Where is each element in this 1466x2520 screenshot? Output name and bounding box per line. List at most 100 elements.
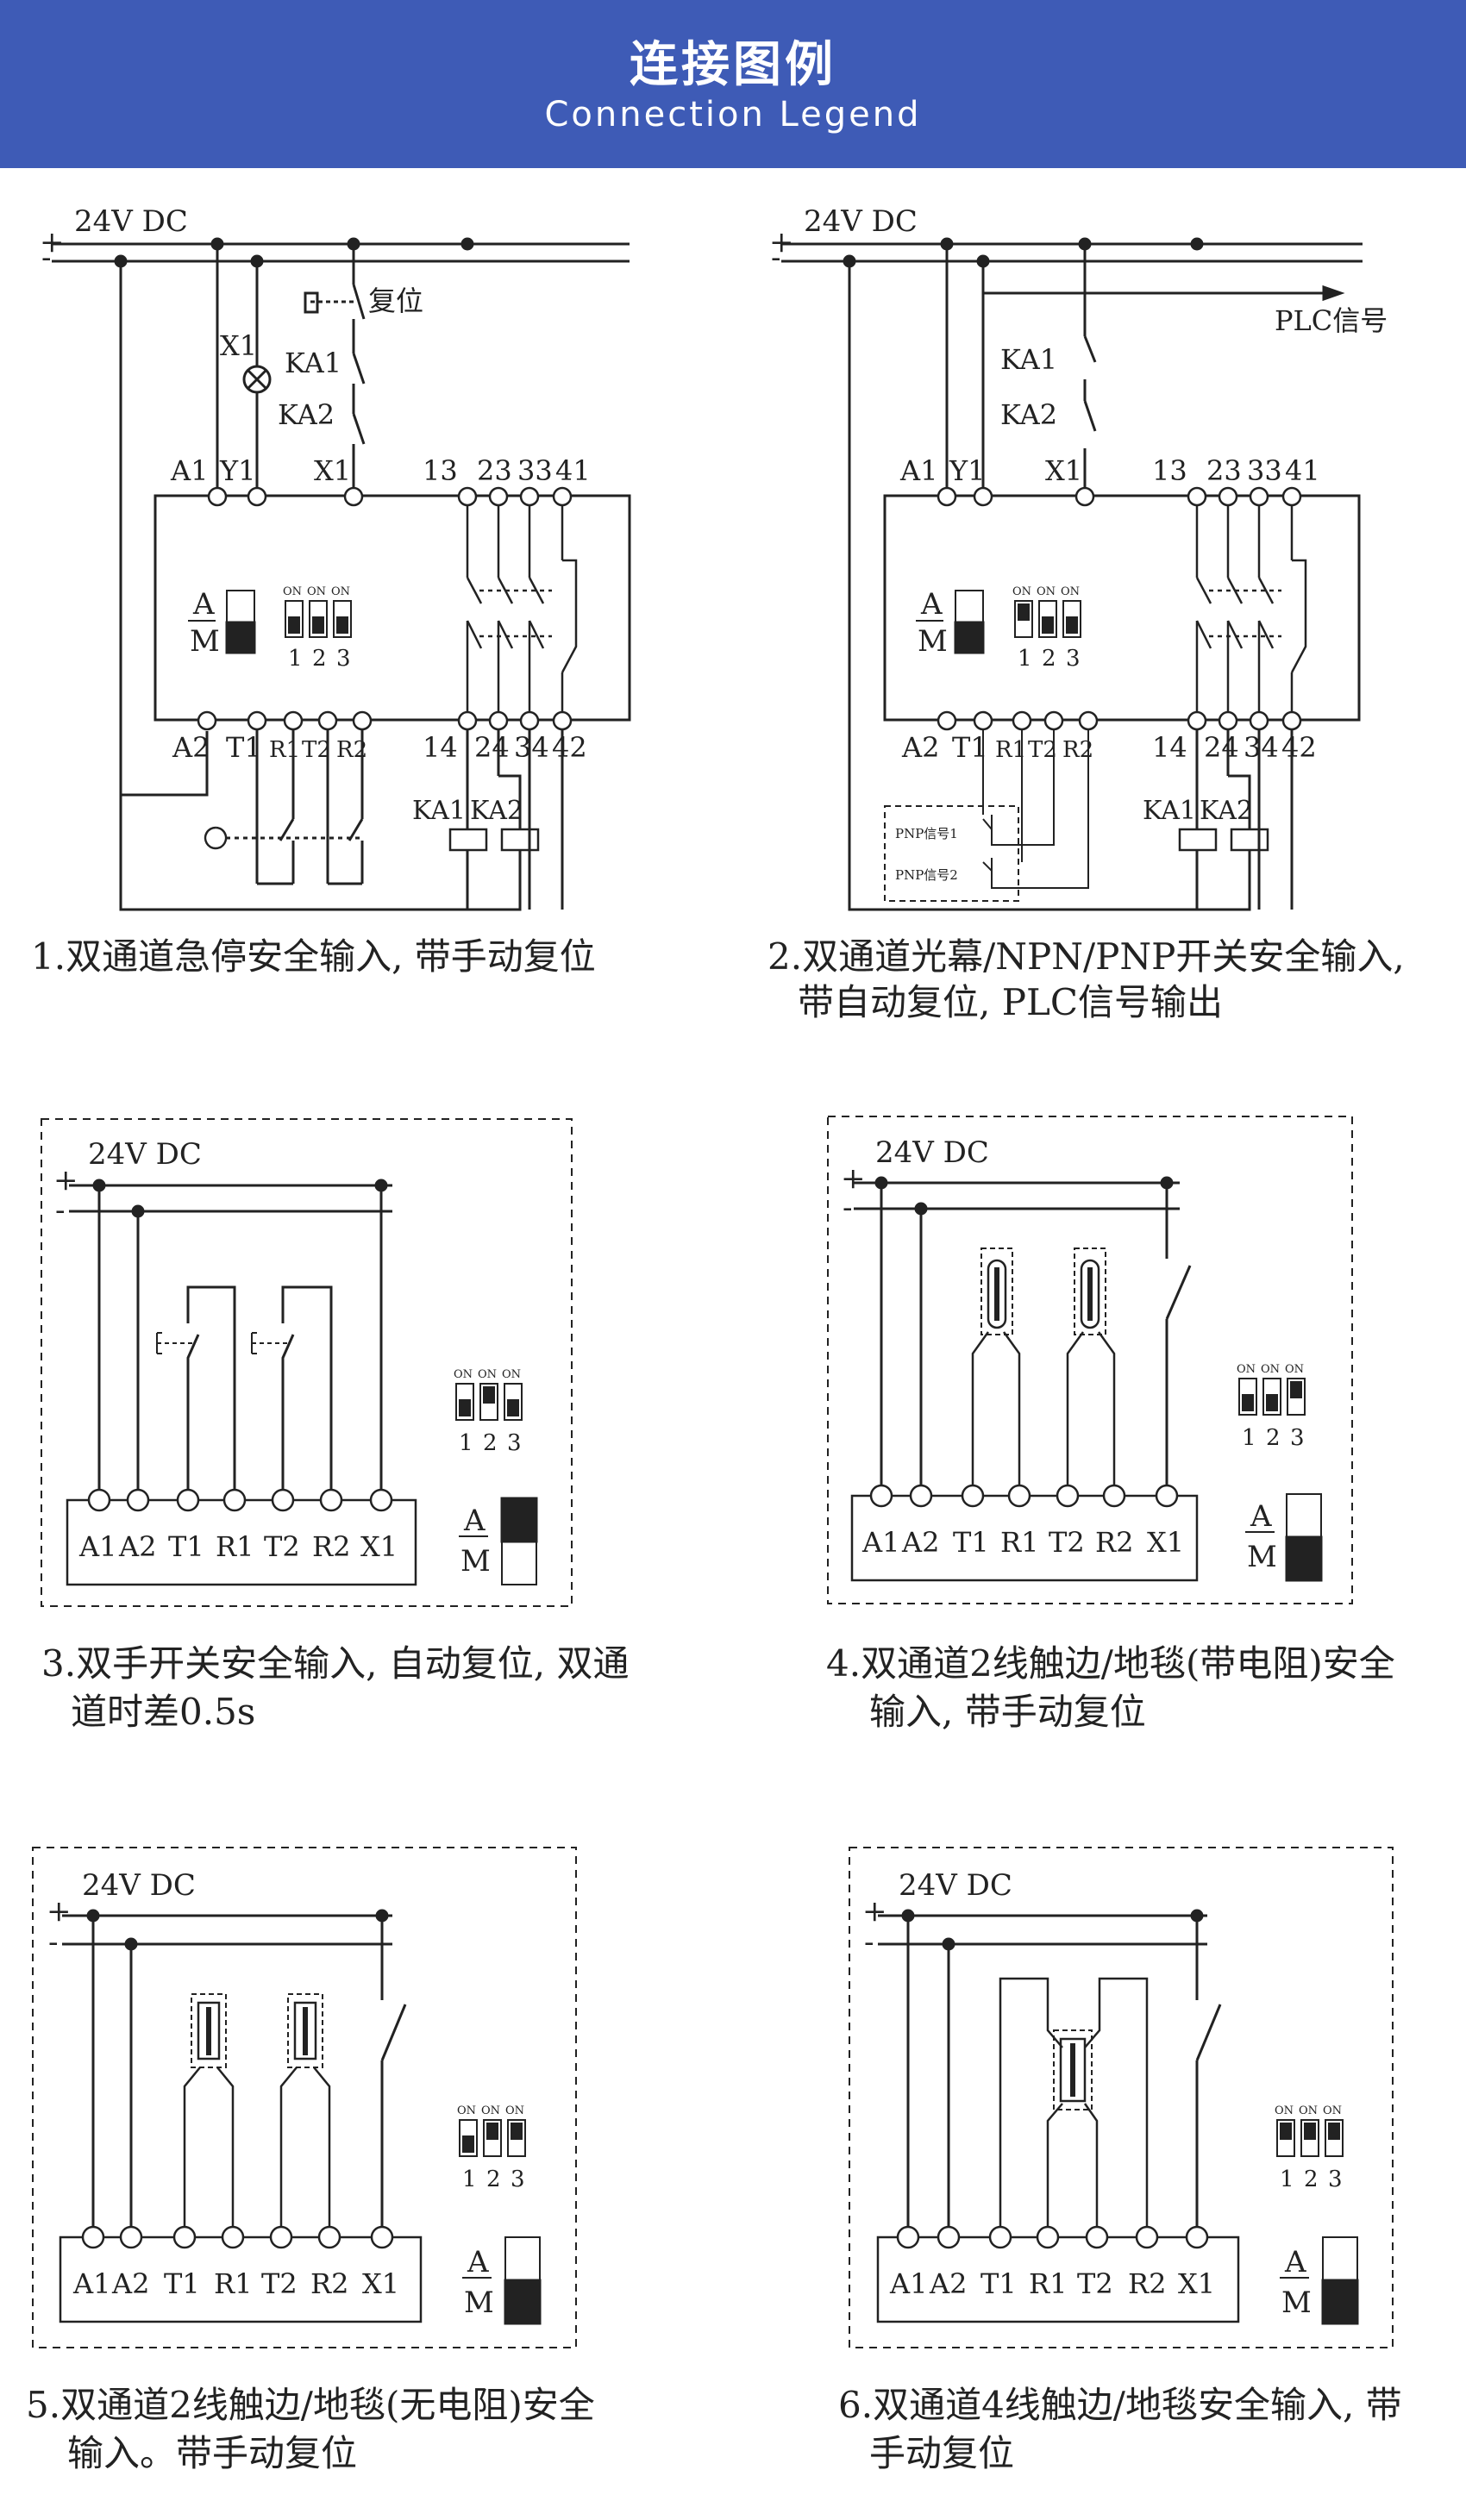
mode-a: A <box>192 587 215 622</box>
svg-text:T2: T2 <box>261 2267 298 2300</box>
svg-text:ON: ON <box>454 1368 473 1381</box>
supply-voltage: 24V DC <box>74 204 188 239</box>
svg-text:M: M <box>460 1544 491 1579</box>
svg-text:KA1: KA1 <box>412 796 466 826</box>
svg-text:A2: A2 <box>901 731 939 764</box>
svg-text:KA2: KA2 <box>1200 796 1253 826</box>
svg-text:T1: T1 <box>168 1530 204 1563</box>
supply-minus: - <box>41 241 52 275</box>
svg-text:T2: T2 <box>1028 737 1057 763</box>
svg-text:3: 3 <box>1328 2167 1343 2192</box>
svg-text:A1: A1 <box>899 454 937 487</box>
svg-text:M: M <box>464 2286 494 2320</box>
svg-text:ON: ON <box>1323 2104 1342 2117</box>
svg-text:3: 3 <box>336 646 351 672</box>
svg-text:KA2: KA2 <box>1000 398 1057 431</box>
svg-text:R2: R2 <box>1095 1526 1133 1559</box>
svg-text:A1: A1 <box>170 454 208 487</box>
svg-text:ON: ON <box>502 1368 521 1381</box>
svg-text:+: + <box>47 1894 72 1929</box>
caption-5-line1: 5.双通道2线触边/地毯(无电阻)安全 <box>26 2384 595 2426</box>
diagram-1: 24V DC + - X1 复位 KA1 KA2 <box>40 204 631 911</box>
svg-text:Y1: Y1 <box>219 454 255 487</box>
supply-plus: + <box>40 225 65 260</box>
svg-text:+: + <box>841 1161 866 1196</box>
svg-text:PNP信号2: PNP信号2 <box>895 867 958 883</box>
mode-m: M <box>190 624 220 659</box>
svg-text:ON: ON <box>1061 585 1080 598</box>
svg-text:X1: X1 <box>1045 454 1082 487</box>
caption-4-line2: 输入, 带手动复位 <box>869 1691 1146 1733</box>
svg-text:-: - <box>48 1925 59 1960</box>
svg-text:-: - <box>55 1193 66 1228</box>
title-cn: 连接图例 <box>630 37 836 93</box>
pnp-sensor-box <box>884 805 1019 902</box>
svg-text:M: M <box>1247 1540 1277 1574</box>
svg-text:ON: ON <box>1285 1363 1304 1376</box>
svg-text:33: 33 <box>1247 454 1282 487</box>
svg-text:-: - <box>864 1925 874 1960</box>
svg-text:42: 42 <box>552 731 587 764</box>
svg-text:24V DC: 24V DC <box>82 1868 196 1903</box>
svg-text:+: + <box>769 225 794 260</box>
caption-3-line1: 3.双手开关安全输入, 自动复位, 双通 <box>41 1642 630 1685</box>
caption-6-line1: 6.双通道4线触边/地毯安全输入, 带 <box>838 2384 1402 2426</box>
svg-text:+: + <box>53 1163 78 1197</box>
svg-text:13: 13 <box>423 454 458 487</box>
svg-text:2: 2 <box>1304 2167 1319 2192</box>
svg-text:A: A <box>463 1504 486 1538</box>
diagram-2: 24V DC + - PLC信号 KA1 KA2 A1 Y1 X1 13 <box>769 204 1388 911</box>
title-en: Connection Legend <box>544 95 922 134</box>
svg-text:ON: ON <box>457 2104 476 2117</box>
caption-2-line1: 2.双通道光幕/NPN/PNP开关安全输入, <box>767 935 1405 978</box>
svg-text:2: 2 <box>1266 1425 1281 1451</box>
svg-text:1: 1 <box>288 646 303 672</box>
svg-text:ON: ON <box>1037 585 1056 598</box>
svg-text:KA1: KA1 <box>1143 796 1196 826</box>
caption-6-line2: 手动复位 <box>869 2432 1015 2474</box>
caption-5-line2: 输入。带手动复位 <box>67 2432 358 2474</box>
svg-text:34: 34 <box>514 731 549 764</box>
svg-text:A1: A1 <box>889 2267 927 2300</box>
svg-text:A: A <box>1250 1499 1272 1534</box>
svg-text:A2: A2 <box>118 1530 156 1563</box>
svg-text:14: 14 <box>1152 731 1187 764</box>
svg-text:+: + <box>862 1894 887 1929</box>
svg-text:42: 42 <box>1281 731 1317 764</box>
caption-4-line1: 4.双通道2线触边/地毯(带电阻)安全 <box>826 1642 1395 1685</box>
relay-module-2 <box>883 494 1361 722</box>
svg-text:A1: A1 <box>78 1530 116 1563</box>
svg-text:M: M <box>918 624 948 659</box>
svg-text:T1: T1 <box>980 2267 1017 2300</box>
svg-text:24: 24 <box>474 731 510 764</box>
svg-text:3: 3 <box>1066 646 1081 672</box>
svg-text:KA2: KA2 <box>470 796 523 826</box>
svg-text:ON: ON <box>481 2104 500 2117</box>
ka2-contact-label: KA2 <box>278 398 335 431</box>
svg-text:41: 41 <box>1285 454 1320 487</box>
ka1-contact-label: KA1 <box>285 347 341 379</box>
svg-text:3: 3 <box>511 2167 525 2192</box>
svg-text:A: A <box>920 587 943 622</box>
svg-text:R1: R1 <box>216 1530 254 1563</box>
svg-text:2: 2 <box>486 2167 501 2192</box>
svg-text:ON: ON <box>1237 1363 1256 1376</box>
page-header: 连接图例 Connection Legend <box>0 0 1466 168</box>
svg-text:X1: X1 <box>1178 2267 1215 2300</box>
svg-text:ON: ON <box>1261 1363 1280 1376</box>
svg-text:33: 33 <box>517 454 553 487</box>
svg-text:13: 13 <box>1152 454 1187 487</box>
svg-text:-: - <box>771 241 781 275</box>
svg-text:X1: X1 <box>362 2267 399 2300</box>
svg-text:R1: R1 <box>214 2267 252 2300</box>
svg-text:-: - <box>843 1191 853 1225</box>
relay-module-1 <box>153 494 631 722</box>
svg-text:A2: A2 <box>901 1526 939 1559</box>
lamp-label: X1 <box>220 329 257 362</box>
svg-text:ON: ON <box>478 1368 497 1381</box>
svg-text:ON: ON <box>1275 2104 1294 2117</box>
